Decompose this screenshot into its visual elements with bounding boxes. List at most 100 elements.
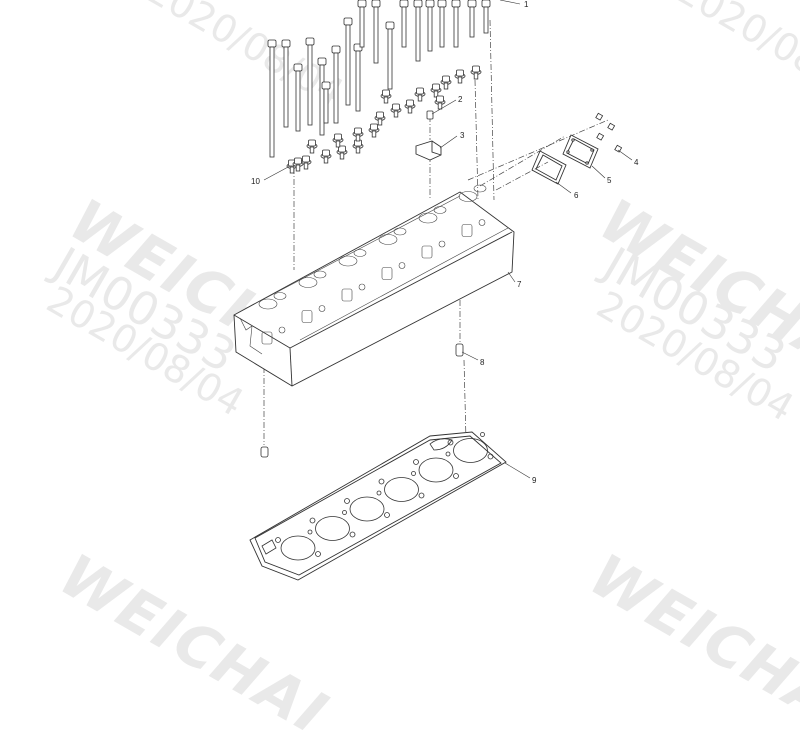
long-bolt xyxy=(267,39,277,158)
gasket-oil-passage xyxy=(429,438,453,451)
flange-bolt xyxy=(380,89,392,104)
flange-bolt xyxy=(332,133,344,148)
flange-bolt xyxy=(352,139,364,154)
gasket-hole xyxy=(307,529,313,535)
long-bolt xyxy=(413,0,423,62)
head-valve-spring xyxy=(393,227,407,236)
gasket-hole xyxy=(344,498,350,504)
head-valve-spring xyxy=(313,270,327,279)
dowel-pins xyxy=(260,343,464,458)
callout-3: 3 xyxy=(460,131,465,140)
long-bolt xyxy=(481,0,491,34)
flange-bolt xyxy=(320,149,332,164)
flange-bolt xyxy=(404,99,416,114)
callout-7: 7 xyxy=(517,280,522,289)
cover-plate xyxy=(562,134,599,169)
long-bolt xyxy=(371,0,381,64)
long-bolt xyxy=(385,21,395,90)
flange-bolt xyxy=(454,69,466,84)
lifting-bracket xyxy=(415,140,442,161)
gasket-hole xyxy=(445,451,451,457)
gasket-end-tab xyxy=(261,539,277,555)
gasket-hole xyxy=(447,439,454,446)
head-rocker-cluster xyxy=(298,277,318,288)
long-bolt xyxy=(343,17,353,106)
head-port xyxy=(381,267,393,280)
head-rocker-cluster xyxy=(338,255,358,267)
exploded-view-drawing: 1 2 3 4 5 6 7 8 9 10 xyxy=(233,0,639,581)
head-valve-spring xyxy=(273,292,287,300)
parts-diagram: WEICHAI JM00333 2020/08/04 WEICHAI JM003… xyxy=(40,0,800,748)
gasket-hole xyxy=(453,473,459,479)
long-bolt xyxy=(293,63,303,132)
assembly-center-lines xyxy=(263,19,609,445)
flange-bolt xyxy=(440,75,452,90)
head-port xyxy=(461,224,473,237)
gasket-bore xyxy=(384,477,419,502)
head-boss xyxy=(438,240,446,248)
gasket-hole xyxy=(378,478,385,485)
head-boss xyxy=(478,219,486,226)
callout-5: 5 xyxy=(607,176,612,185)
gasket-hole xyxy=(349,531,356,538)
callout-9: 9 xyxy=(532,476,537,485)
flange-bolts xyxy=(286,65,482,174)
callout-1: 1 xyxy=(524,0,529,9)
gasket-bore xyxy=(280,535,316,561)
long-bolt xyxy=(321,81,331,124)
gasket-hole xyxy=(376,490,382,496)
gasket-hole xyxy=(384,512,390,518)
callout-10: 10 xyxy=(251,177,260,186)
flange-bolt xyxy=(430,83,442,98)
long-bolt xyxy=(305,37,315,126)
head-boss xyxy=(318,305,326,312)
callout-4: 4 xyxy=(634,158,639,167)
head-rocker-cluster xyxy=(258,298,278,310)
callouts xyxy=(263,0,633,479)
gasket-hole xyxy=(418,492,425,499)
flange-bolt xyxy=(306,139,318,154)
head-gasket xyxy=(249,431,507,581)
long-bolt xyxy=(331,45,341,124)
gasket-hole xyxy=(315,551,321,557)
gasket-cylinder-bores xyxy=(261,432,494,561)
long-bolt xyxy=(353,43,363,112)
gasket-hole xyxy=(411,471,416,476)
head-port xyxy=(261,331,273,345)
flange-bolt xyxy=(352,127,364,142)
head-boss xyxy=(398,262,406,269)
callout-8: 8 xyxy=(480,358,485,367)
callout-6: 6 xyxy=(574,191,579,200)
gasket-hole xyxy=(413,459,419,465)
head-port xyxy=(341,288,353,302)
head-top-rail xyxy=(261,195,461,301)
long-bolt xyxy=(451,0,461,48)
cover-gasket xyxy=(531,150,567,185)
flange-bolt xyxy=(292,157,304,172)
head-boss xyxy=(278,326,286,334)
cylinder-head-bolts xyxy=(267,0,491,158)
long-bolt xyxy=(437,0,447,48)
head-end-face xyxy=(239,317,263,355)
flange-bolt xyxy=(390,103,402,118)
callout-labels: 1 2 3 4 5 6 7 8 9 10 xyxy=(251,0,639,485)
cylinder-head xyxy=(233,191,515,387)
gasket-bore xyxy=(418,457,454,483)
cover-screws xyxy=(595,112,623,153)
cylinder-head-detail xyxy=(239,184,509,355)
gasket-hole xyxy=(487,453,494,460)
gasket-hole xyxy=(480,432,485,437)
gasket-hole xyxy=(275,537,281,543)
long-bolt xyxy=(357,0,367,48)
long-bolt xyxy=(399,0,409,48)
head-port xyxy=(421,245,433,259)
head-valve-spring xyxy=(473,184,487,193)
gasket-hole xyxy=(342,510,347,515)
head-rocker-cluster xyxy=(378,234,398,245)
flange-bolt xyxy=(374,111,386,126)
flange-bolt xyxy=(434,95,446,110)
gasket-bore xyxy=(315,516,350,541)
head-valve-spring xyxy=(353,249,367,257)
flange-bolt xyxy=(414,87,426,102)
flange-bolt xyxy=(368,123,380,138)
